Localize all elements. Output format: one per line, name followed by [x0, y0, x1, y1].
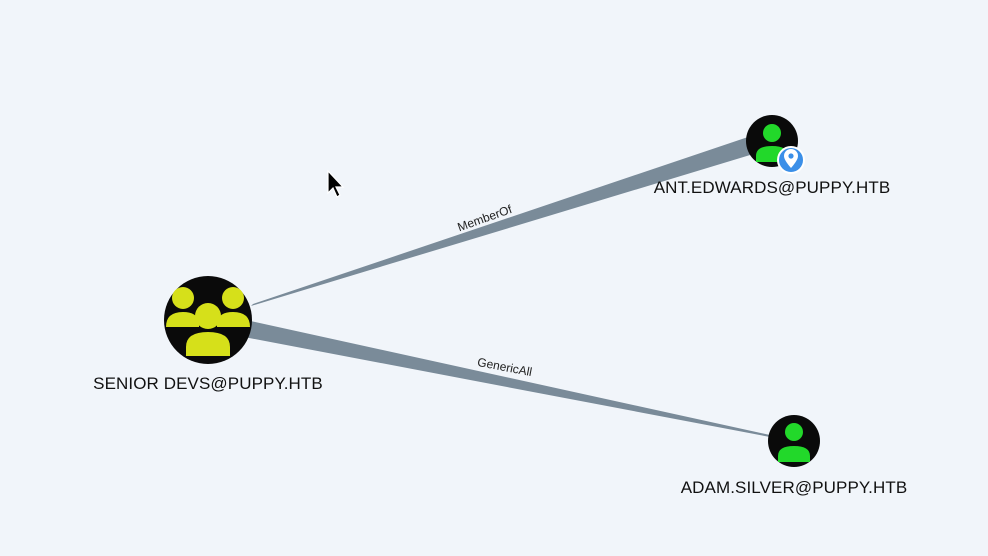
node-ant-edwards[interactable] — [746, 115, 805, 174]
node-label-senior-devs: SENIOR DEVS@PUPPY.HTB — [93, 374, 323, 393]
edge-memberof-line[interactable] — [251, 137, 760, 306]
mouse-cursor-icon — [327, 169, 345, 198]
node-label-ant-edwards: ANT.EDWARDS@PUPPY.HTB — [653, 178, 891, 197]
node-label-adam-silver: ADAM.SILVER@PUPPY.HTB — [680, 478, 908, 497]
node-senior-devs[interactable] — [164, 276, 252, 364]
user-icon — [778, 423, 810, 462]
group-icon — [166, 287, 250, 356]
node-adam-silver[interactable] — [768, 415, 820, 467]
edge-memberof[interactable]: MemberOf — [251, 137, 760, 306]
location-pin-icon — [777, 146, 805, 174]
edge-genericall-line[interactable] — [244, 320, 770, 437]
edge-genericall[interactable]: GenericAll — [244, 320, 770, 437]
